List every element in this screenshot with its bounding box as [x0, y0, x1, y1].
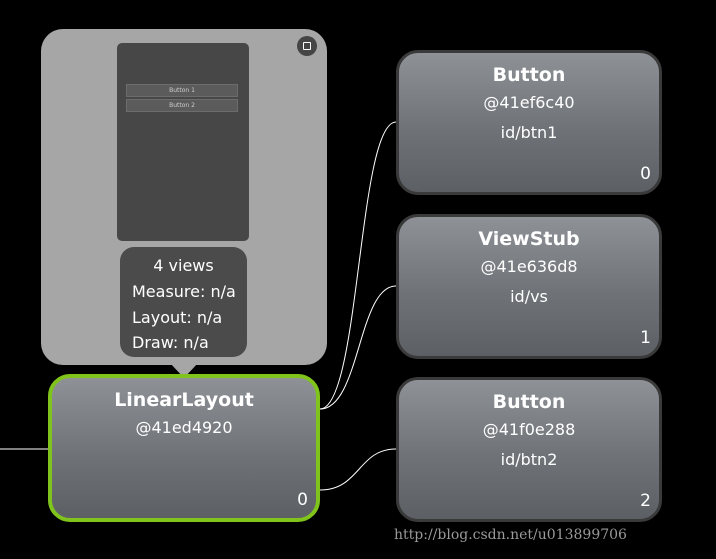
node-hash: @41ed4920: [135, 418, 233, 437]
layout-label: Layout:: [132, 307, 192, 327]
preview-button-2: Button 2: [126, 99, 238, 112]
node-id: id/btn2: [500, 450, 558, 469]
node-id: id/btn1: [500, 123, 558, 142]
wire-to-btn1: [319, 121, 397, 410]
node-class: Button: [492, 391, 566, 413]
node-button-btn1[interactable]: Button @41ef6c40 id/btn1 0: [396, 50, 662, 195]
node-class: ViewStub: [478, 228, 580, 250]
node-button-btn2[interactable]: Button @41f0e288 id/btn2 2: [396, 377, 662, 522]
watermark: http://blog.csdn.net/u013899706: [394, 527, 627, 543]
close-preview-button[interactable]: [297, 36, 317, 56]
views-count: 4 views: [153, 256, 214, 275]
node-hash: @41f0e288: [482, 420, 576, 439]
node-class: Button: [492, 64, 566, 86]
measure-value: n/a: [210, 282, 236, 301]
node-class: LinearLayout: [114, 389, 254, 411]
node-id: id/vs: [510, 287, 548, 306]
node-index: 0: [640, 164, 651, 184]
node-index: 0: [297, 490, 308, 510]
layout-value: n/a: [196, 307, 223, 327]
node-viewstub-vs[interactable]: ViewStub @41e636d8 id/vs 1: [396, 214, 662, 359]
window-icon: [303, 42, 311, 50]
measure-stat: Measure: n/a: [132, 279, 247, 305]
layout-preview-image: Button 1 Button 2: [117, 43, 249, 241]
wire-to-viewstub: [319, 285, 397, 410]
node-hash: @41ef6c40: [483, 93, 575, 112]
node-index: 2: [640, 491, 651, 511]
node-hash: @41e636d8: [480, 257, 578, 276]
preview-button-1: Button 1: [126, 84, 238, 97]
node-linearlayout[interactable]: LinearLayout @41ed4920 0: [48, 374, 320, 522]
draw-stat: Draw: n/a: [132, 330, 247, 356]
measure-label: Measure:: [132, 282, 206, 301]
preview-panel: Button 1 Button 2 4 views Measure: n/a L…: [41, 29, 327, 365]
layout-stat: Layout: n/a: [132, 305, 247, 331]
node-index: 1: [640, 328, 651, 348]
view-stats: 4 views Measure: n/a Layout: n/a Draw: n…: [120, 247, 247, 357]
draw-value: n/a: [183, 333, 209, 352]
draw-label: Draw:: [132, 333, 179, 352]
wire-to-btn2: [319, 448, 397, 491]
